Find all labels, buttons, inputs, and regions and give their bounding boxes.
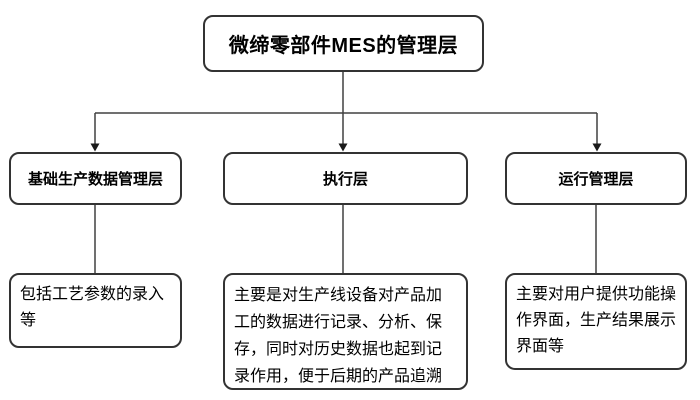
node-label: 执行层: [322, 171, 368, 188]
arrowhead-right: [592, 143, 602, 152]
detail-basic-production-data-layer: 包括工艺参数的录入 等: [9, 273, 182, 348]
root-node: 微缔零部件MES的管理层: [203, 15, 484, 72]
arrowhead-left: [90, 143, 100, 152]
node-execution-layer: 执行层: [223, 152, 468, 205]
detail-execution-layer: 主要是对生产线设备对产品加 工的数据进行记录、分析、保 存，同时对历史数据也起到…: [223, 273, 468, 390]
root-node-label: 微缔零部件MES的管理层: [228, 35, 459, 57]
arrowhead-middle: [338, 143, 348, 152]
node-operation-management-layer: 运行管理层: [505, 152, 687, 205]
node-label: 运行管理层: [558, 171, 634, 188]
node-basic-production-data-layer: 基础生产数据管理层: [9, 152, 182, 205]
detail-operation-management-layer: 主要对用户提供功能操 作界面，生产结果展示 界面等: [505, 273, 687, 370]
node-label: 基础生产数据管理层: [27, 171, 163, 188]
